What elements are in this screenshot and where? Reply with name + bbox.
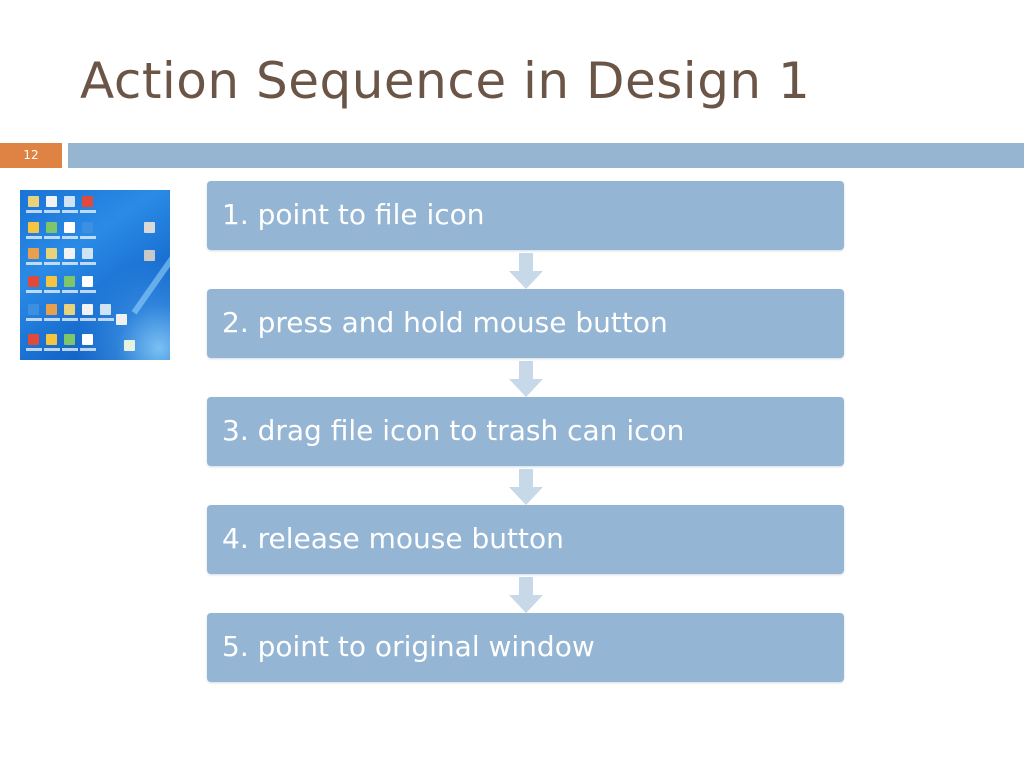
desktop-file-icon: [82, 248, 93, 259]
desktop-file-icon: [46, 334, 57, 345]
desktop-file-icon: [28, 196, 39, 207]
desktop-file-icon: [64, 196, 75, 207]
desktop-icon-caption: [26, 262, 42, 265]
desktop-file-icon: [46, 248, 57, 259]
desktop-icon-caption: [44, 236, 60, 239]
step-box-2: 2. press and hold mouse button: [207, 289, 844, 358]
header-divider-bar: [68, 143, 1024, 168]
desktop-icon-caption: [26, 348, 42, 351]
desktop-file-icon: [46, 196, 57, 207]
desktop-file-icon: [28, 334, 39, 345]
desktop-file-icon: [28, 222, 39, 233]
desktop-file-icon: [116, 314, 127, 325]
desktop-file-icon: [28, 276, 39, 287]
desktop-screenshot-image: [20, 190, 170, 360]
desktop-icon-caption: [62, 262, 78, 265]
desktop-icon-caption: [26, 210, 42, 213]
desktop-file-icon: [64, 222, 75, 233]
desktop-file-icon: [82, 222, 93, 233]
step-label: 3. drag file icon to trash can icon: [222, 414, 685, 447]
step-label: 1. point to file icon: [222, 198, 485, 231]
desktop-icon-caption: [44, 262, 60, 265]
desktop-icon-caption: [44, 290, 60, 293]
desktop-icon-caption: [26, 290, 42, 293]
desktop-icon-caption: [80, 210, 96, 213]
desktop-icon-caption: [62, 318, 78, 321]
desktop-file-icon: [28, 304, 39, 315]
desktop-file-icon: [82, 334, 93, 345]
desktop-icon-caption: [80, 262, 96, 265]
desktop-icon-caption: [80, 348, 96, 351]
step-label: 2. press and hold mouse button: [222, 306, 668, 339]
desktop-icon-caption: [62, 348, 78, 351]
desktop-icon-caption: [62, 210, 78, 213]
desktop-icon-caption: [44, 318, 60, 321]
desktop-file-icon: [46, 222, 57, 233]
desktop-icon-caption: [80, 290, 96, 293]
step-box-4: 4. release mouse button: [207, 505, 844, 574]
down-arrow-icon: [509, 577, 543, 613]
desktop-icon-caption: [98, 318, 114, 321]
desktop-file-icon: [64, 304, 75, 315]
desktop-file-icon: [46, 304, 57, 315]
desktop-file-icon: [144, 222, 155, 233]
desktop-file-icon: [124, 340, 135, 351]
step-box-1: 1. point to file icon: [207, 181, 844, 250]
down-arrow-icon: [509, 361, 543, 397]
desktop-file-icon: [100, 304, 111, 315]
desktop-file-icon: [64, 334, 75, 345]
desktop-icon-caption: [44, 348, 60, 351]
desktop-icon-caption: [80, 318, 96, 321]
step-box-3: 3. drag file icon to trash can icon: [207, 397, 844, 466]
desktop-icon-caption: [26, 236, 42, 239]
step-label: 4. release mouse button: [222, 522, 564, 555]
desktop-file-icon: [64, 276, 75, 287]
desktop-icon-caption: [80, 236, 96, 239]
desktop-icon-caption: [62, 236, 78, 239]
down-arrow-icon: [509, 469, 543, 505]
desktop-file-icon: [64, 248, 75, 259]
desktop-file-icon: [46, 276, 57, 287]
desktop-file-icon: [28, 248, 39, 259]
slide-title: Action Sequence in Design 1: [80, 52, 811, 110]
desktop-file-icon: [144, 250, 155, 261]
desktop-file-icon: [82, 276, 93, 287]
desktop-icon-caption: [62, 290, 78, 293]
desktop-file-icon: [82, 196, 93, 207]
desktop-icon-caption: [44, 210, 60, 213]
step-box-5: 5. point to original window: [207, 613, 844, 682]
desktop-icon-caption: [26, 318, 42, 321]
slide-number-badge: 12: [0, 143, 62, 168]
down-arrow-icon: [509, 253, 543, 289]
step-label: 5. point to original window: [222, 630, 595, 663]
desktop-file-icon: [82, 304, 93, 315]
